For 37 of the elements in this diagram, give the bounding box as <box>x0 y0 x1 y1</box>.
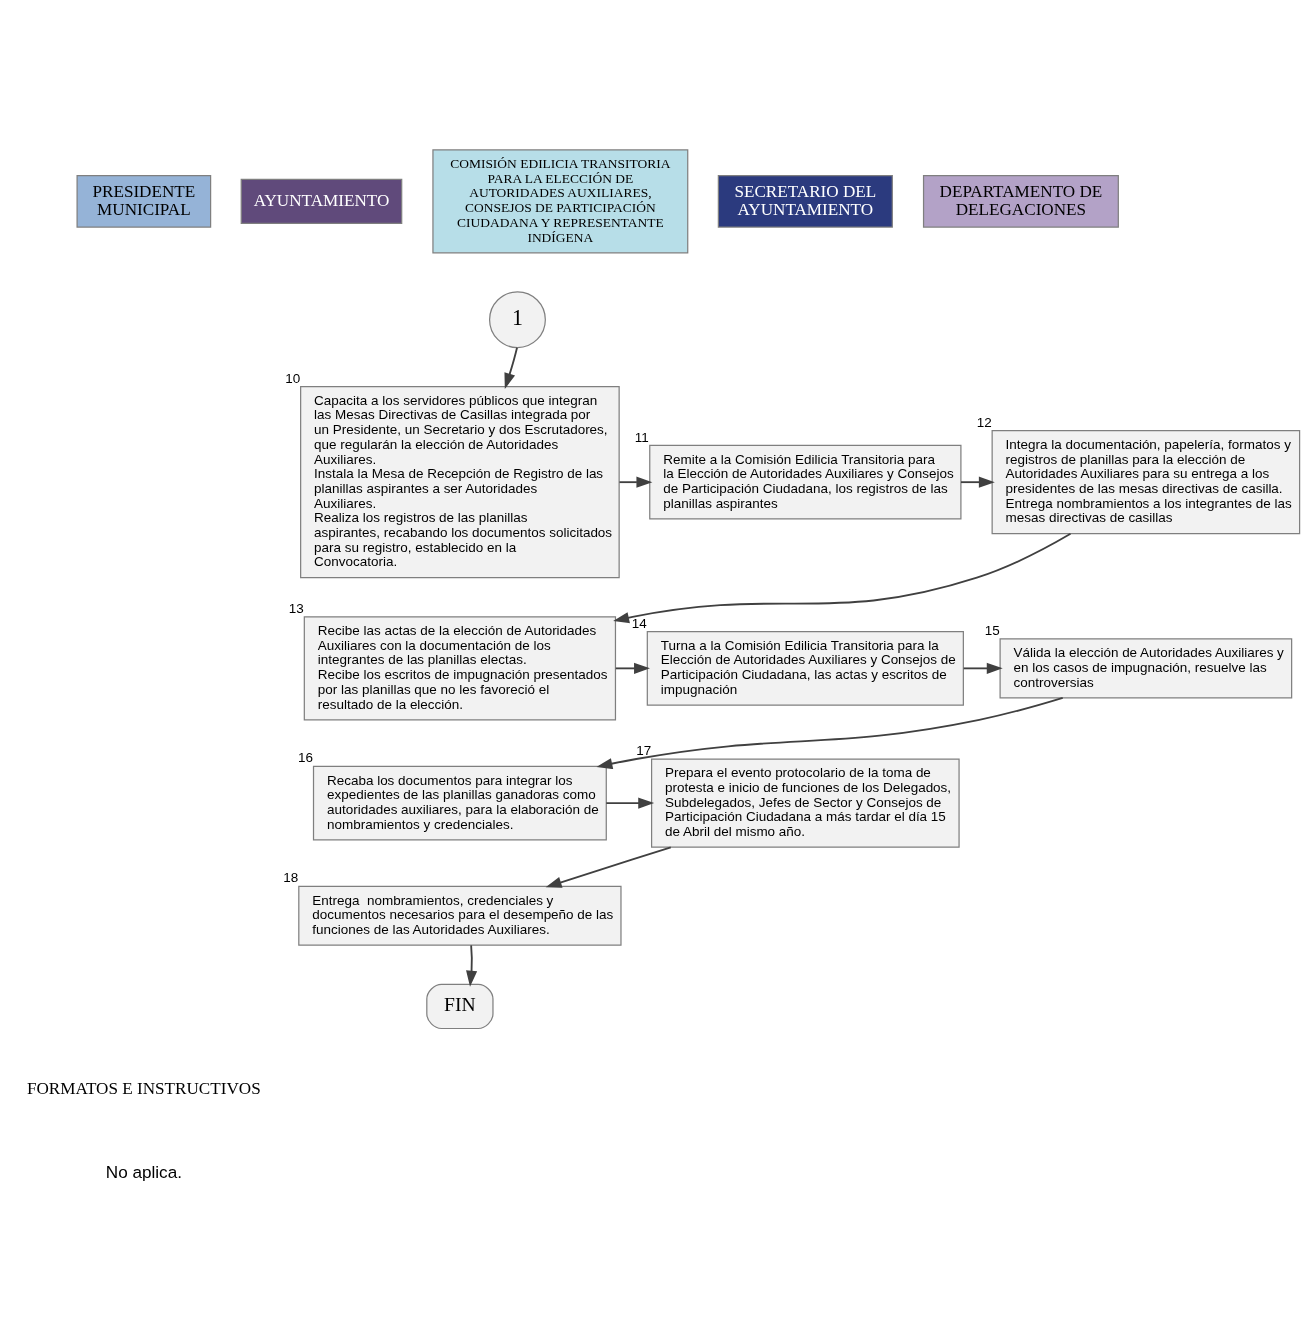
node-box: Turna a la Comisión Edilicia Transitoria para la Elección de Autoridades Auxiliares y Consejos de Participación Ciudadana, las actas y escritos de impugnación <box>646 630 964 706</box>
label: No aplica. <box>105 1161 182 1182</box>
arrow <box>545 845 672 888</box>
arrow <box>605 797 655 809</box>
arrow <box>614 662 650 674</box>
arrow <box>960 476 995 488</box>
node-label: 12 <box>976 414 992 430</box>
node-circle: 1 <box>488 290 546 348</box>
node-box: PRESIDENTE MUNICIPAL <box>76 174 212 228</box>
arrow <box>504 346 518 389</box>
arrow <box>466 944 478 987</box>
node-box: Integra la documentación, papelería, formatos y registros de planillas para la elección de Autoridades Auxiliares para su entrega a los presidentes de las mesas directivas de casilla. Entrega nombramientos a los integrantes de las mesas directivas de casillas <box>991 429 1301 534</box>
arrow <box>613 532 1072 623</box>
node-box: FIN <box>426 983 494 1029</box>
node-box: SECRETARIO DEL AYUNTAMIENTO <box>717 174 893 228</box>
node-box: Recaba los documentos para integrar los expedientes de las planillas ganadoras como autoridades auxiliares, para la elaboración de nombramientos y credenciales. <box>312 765 607 840</box>
node-box: Remite a la Comisión Edilicia Transitoria para la Elección de Autoridades Auxiliares y Consejos de Participación Ciudadana, los registros de las planillas aspirantes <box>649 444 962 520</box>
node-label: 13 <box>288 600 304 616</box>
node-label: 10 <box>285 370 301 386</box>
arrow <box>618 476 653 488</box>
node-label: 18 <box>283 869 299 885</box>
node-label: 16 <box>298 749 314 765</box>
node-box: AYUNTAMIENTO <box>240 178 403 224</box>
node-box: COMISIÓN EDILICIA TRANSITORIA PARA LA ELECCIÓN DE AUTORIDADES AUXILIARES, CONSEJOS DE PARTICIPACIÓN CIUDADANA Y REPRESENTANTE INDÍGENA <box>432 148 689 253</box>
label: FORMATOS E INSTRUCTIVOS <box>26 1078 261 1098</box>
node-box: DEPARTAMENTO DE DELEGACIONES <box>922 174 1119 228</box>
node-label: 17 <box>636 742 652 758</box>
node-box: Entrega nombramientos, credenciales y documentos necesarios para el desempeño de las funciones de las Autoridades Auxiliares. <box>298 885 622 946</box>
arrow <box>596 696 1064 769</box>
node-box: Capacita a los servidores públicos que integran las Mesas Directivas de Casillas integrada por un Presidente, un Secretario y dos Escrutadores, que regularán la elección de Autoridades Auxiliares. Instala la Mesa de Recepción de Registro de las planillas aspirantes a ser Autoridades Auxiliares. Realiza los registros de las planillas aspirantes, recabando los documentos solicitados para su registro, establecido en la Convocatoria. <box>300 385 620 578</box>
node-label: 11 <box>634 429 649 444</box>
node-label: 14 <box>631 615 647 631</box>
arrow <box>962 662 1003 674</box>
node-box: Recibe las actas de la elección de Autoridades Auxiliares con la documentación de los integrantes de las planillas electas. Recibe los escritos de impugnación presentados por las planillas que no les favoreció el resultado de la elección. <box>303 615 617 720</box>
node-label: 15 <box>984 622 1000 638</box>
node-box: Válida la elección de Autoridades Auxiliares y en los casos de impugnación, resuelve las controversias <box>999 637 1293 698</box>
node-box: Prepara el evento protocolario de la toma de protesta e inicio de funciones de los Delegados, Subdelegados, Jefes de Sector y Consejos de Participación Ciudadana a más tardar el día 15 de Abril del mismo año. <box>651 757 960 848</box>
